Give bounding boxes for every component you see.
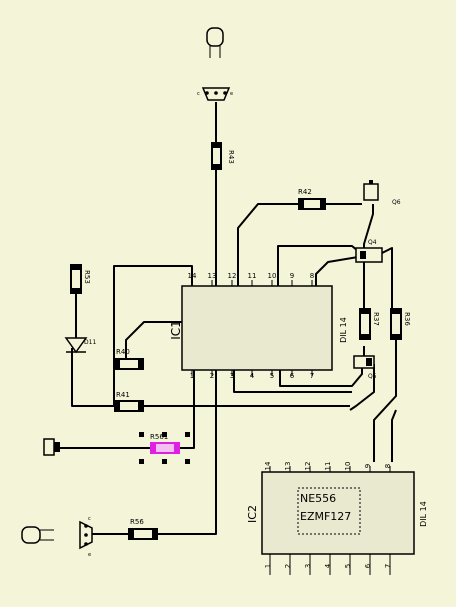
ic1-package: DIL 14 — [339, 317, 348, 343]
q4-label: Q4 — [368, 239, 377, 246]
resistor-r43[interactable]: R43 — [211, 142, 235, 170]
r42-label: R42 — [298, 188, 312, 196]
ic1-pin-number: 6 — [290, 372, 295, 380]
resistor-r53[interactable]: R53 — [70, 264, 91, 294]
resistor-r37[interactable]: R37 — [359, 308, 380, 340]
q5-label: Q5 — [368, 373, 377, 380]
ic1-pin-number: 13 — [208, 272, 217, 280]
resistor-r56[interactable]: R56 — [128, 518, 158, 540]
ic1-pin-number: 1 — [190, 372, 194, 380]
ic1-pin-number: 10 — [268, 272, 277, 280]
led-bottom[interactable]: c e — [21, 516, 93, 558]
d11-label: D11 — [84, 339, 96, 346]
r56-label: R56 — [130, 518, 144, 526]
ic1-pin-number: 8 — [310, 272, 314, 280]
ic1-pin-number: 9 — [290, 272, 294, 280]
ic2-ref: IC2 — [246, 505, 259, 523]
ic2-pin-number: 12 — [304, 462, 312, 471]
ic2-pin-number: 5 — [344, 564, 352, 568]
r41-label: R41 — [116, 391, 130, 399]
ic2-pin-number: 14 — [264, 461, 272, 470]
r36-label: R36 — [403, 312, 411, 326]
ic2-bottom-pins: 1 2 3 4 5 6 7 — [264, 554, 392, 575]
ic2-part-line2: EZMF127 — [300, 510, 351, 523]
ic2-top-pins: 14 13 12 11 10 9 8 — [264, 461, 392, 472]
led-top-pin-e: e — [230, 91, 233, 97]
transistor-q4[interactable]: Q4 — [355, 239, 383, 263]
ic1-pin-number: 11 — [248, 272, 257, 280]
ic2-package: DIL 14 — [419, 501, 428, 527]
led-bottom-pin-e: e — [88, 552, 91, 558]
ic2-pin-number: 9 — [364, 464, 372, 468]
ic1-pin-number: 7 — [310, 372, 314, 380]
diode-d11[interactable]: D11 — [64, 337, 96, 354]
ic2-pin-number: 6 — [364, 563, 372, 568]
ic2-pin-number: 2 — [284, 564, 292, 568]
transistor-q6[interactable]: Q6 — [363, 180, 401, 206]
led-top[interactable]: c e — [197, 27, 233, 101]
resistor-r42[interactable]: R42 — [298, 188, 326, 210]
ic2-pin-number: 11 — [324, 462, 332, 471]
q6-label: Q6 — [392, 199, 401, 206]
connector-left[interactable] — [43, 438, 60, 456]
ic2-pin-number: 13 — [284, 462, 292, 471]
r561-label: R561 — [150, 433, 168, 441]
ic2-part-line1: NE556 — [300, 492, 336, 505]
led-top-body — [206, 27, 224, 47]
ic1-pin-number: 3 — [230, 372, 234, 380]
ic2-pin-number: 1 — [264, 564, 272, 568]
ic1-pin-number: 4 — [250, 372, 255, 380]
ic2-pin-number: 8 — [384, 464, 392, 468]
ic1-body — [181, 285, 333, 371]
ic2-pin-number: 7 — [384, 564, 392, 568]
led-bottom-pin-c: c — [88, 516, 91, 522]
ic2-body — [261, 471, 415, 555]
ic2-pin-number: 10 — [344, 462, 352, 471]
ic1-pin-number: 5 — [270, 372, 274, 380]
resistor-r36[interactable]: R36 — [390, 308, 411, 340]
ic1-pin-number: 2 — [210, 372, 214, 380]
resistor-r40[interactable]: R40 — [114, 348, 144, 370]
led-top-pin-c: c — [197, 91, 200, 97]
ic2-pin-number: 4 — [324, 563, 332, 568]
resistor-r41[interactable]: R41 — [114, 391, 144, 412]
transistor-q5[interactable]: Q5 — [353, 355, 377, 380]
r53-label: R53 — [83, 270, 91, 284]
ic1-pin-number: 12 — [228, 272, 237, 280]
ic2-pin-number: 3 — [304, 564, 312, 568]
ic1-pin-number: 14 — [188, 272, 197, 280]
r40-label: R40 — [116, 348, 130, 356]
led-bottom-body — [21, 526, 41, 544]
resistor-r561[interactable]: R561 — [139, 432, 190, 464]
r37-label: R37 — [372, 312, 380, 326]
ic1-bottom-pins: 1 2 3 4 5 6 7 — [190, 370, 314, 380]
ic2-marking-box — [297, 487, 361, 535]
r43-label: R43 — [227, 150, 235, 164]
ic1-ref: IC1 — [169, 320, 183, 340]
ic1-top-pins: 14 13 12 11 10 9 8 — [188, 272, 314, 286]
